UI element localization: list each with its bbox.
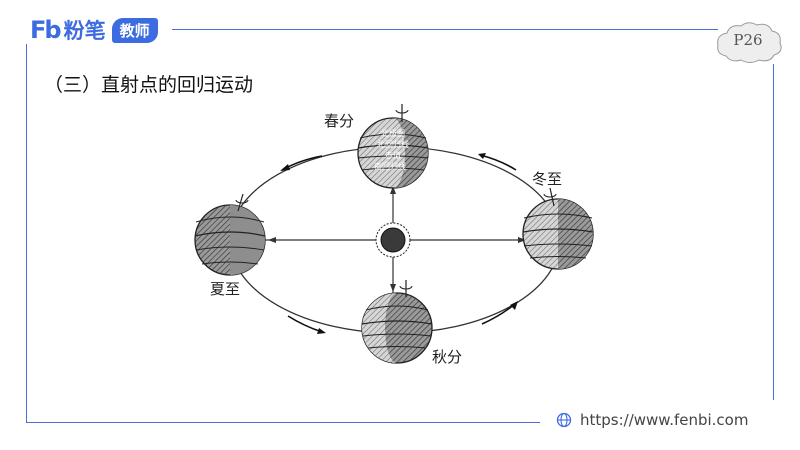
- frame-left-line: [26, 44, 27, 422]
- brand-name: 粉笔: [63, 19, 106, 43]
- brand-mark: Fb: [30, 16, 62, 44]
- brand-badge: 教师: [111, 17, 158, 43]
- frame-top-line: [172, 29, 718, 30]
- footer-url[interactable]: https://www.fenbi.com: [556, 411, 748, 429]
- page-number: P26: [733, 31, 763, 49]
- latitude-label-arctic: 北极圈: [381, 128, 405, 138]
- label-spring-equinox: 春分: [324, 112, 355, 130]
- latitude-label-tropic-cancer: 北回归线: [377, 139, 409, 149]
- earth-summer-solstice: [194, 193, 266, 276]
- page-title: （三）直射点的回归运动: [44, 74, 254, 96]
- label-summer-solstice: 夏至: [210, 280, 241, 298]
- brand-logo: Fb 粉笔 教师: [30, 14, 158, 46]
- orbit-direction-arrows: [280, 153, 518, 334]
- earth-winter-solstice: [522, 187, 594, 270]
- latitude-label-equator: 赤道: [385, 150, 401, 160]
- orbit-svg: 北极圈 北回归线 赤道 南回归线: [194, 104, 594, 364]
- sun-icon: [375, 222, 411, 258]
- solar-orbit-diagram: 北极圈 北回归线 赤道 南回归线: [180, 98, 620, 378]
- latitude-label-tropic-capricorn: 南回归线: [374, 161, 406, 171]
- frame-bottom-line: [26, 422, 540, 423]
- frame-right-line: [773, 64, 774, 400]
- footer-url-text: https://www.fenbi.com: [580, 411, 749, 429]
- label-autumn-equinox: 秋分: [432, 348, 463, 366]
- cloud-icon: [712, 18, 784, 66]
- earth-spring-equinox: 北极圈 北回归线 赤道 南回归线: [357, 104, 429, 189]
- earth-autumn-equinox: [361, 280, 433, 364]
- label-winter-solstice: 冬至: [532, 170, 563, 188]
- globe-icon: [556, 412, 572, 428]
